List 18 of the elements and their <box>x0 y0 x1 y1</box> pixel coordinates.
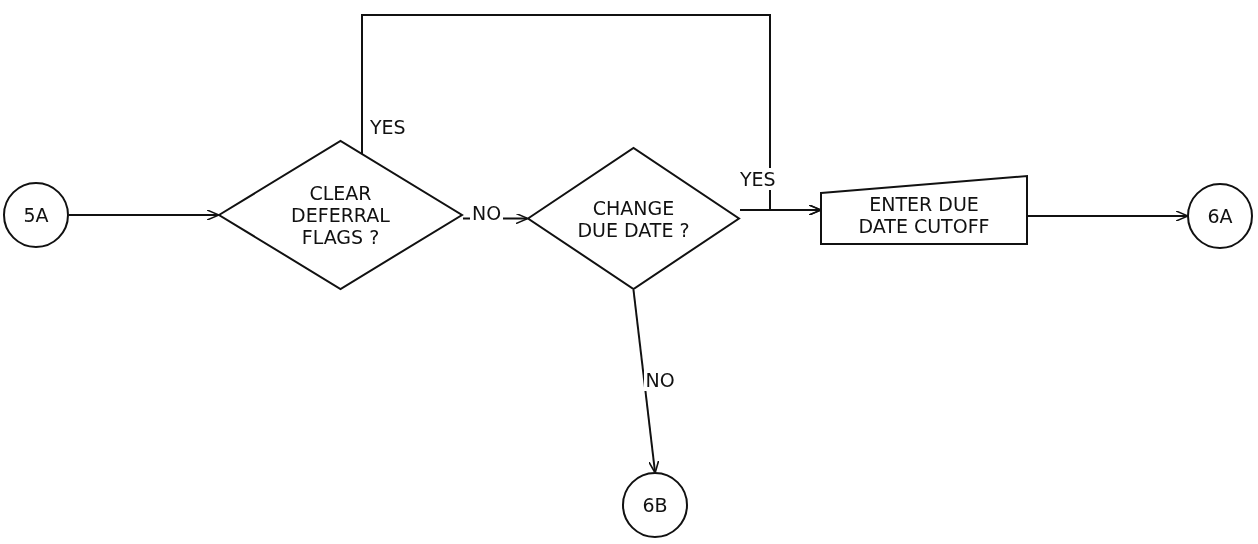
node-label: CHANGE DUE DATE ? <box>576 196 691 241</box>
edge-label: NO <box>643 369 677 391</box>
arrow <box>739 204 822 216</box>
connector-circle <box>1187 183 1253 249</box>
decision-diamond <box>218 140 463 290</box>
arrow <box>632 289 660 474</box>
manual-input-box <box>820 175 1028 245</box>
decision-diamond <box>527 147 740 290</box>
connector-circle <box>622 472 688 538</box>
node-label: CLEAR DEFERRAL FLAGS ? <box>290 182 391 248</box>
connector-circle <box>3 182 69 248</box>
node-label: 6A <box>1207 205 1233 227</box>
edge-label: YES <box>738 168 778 190</box>
node-label: 6B <box>642 494 668 516</box>
arrow <box>1027 210 1189 222</box>
node-label: 5A <box>23 204 49 226</box>
node-label: ENTER DUE DATE CUTOFF <box>857 193 991 237</box>
arrow <box>68 209 220 221</box>
